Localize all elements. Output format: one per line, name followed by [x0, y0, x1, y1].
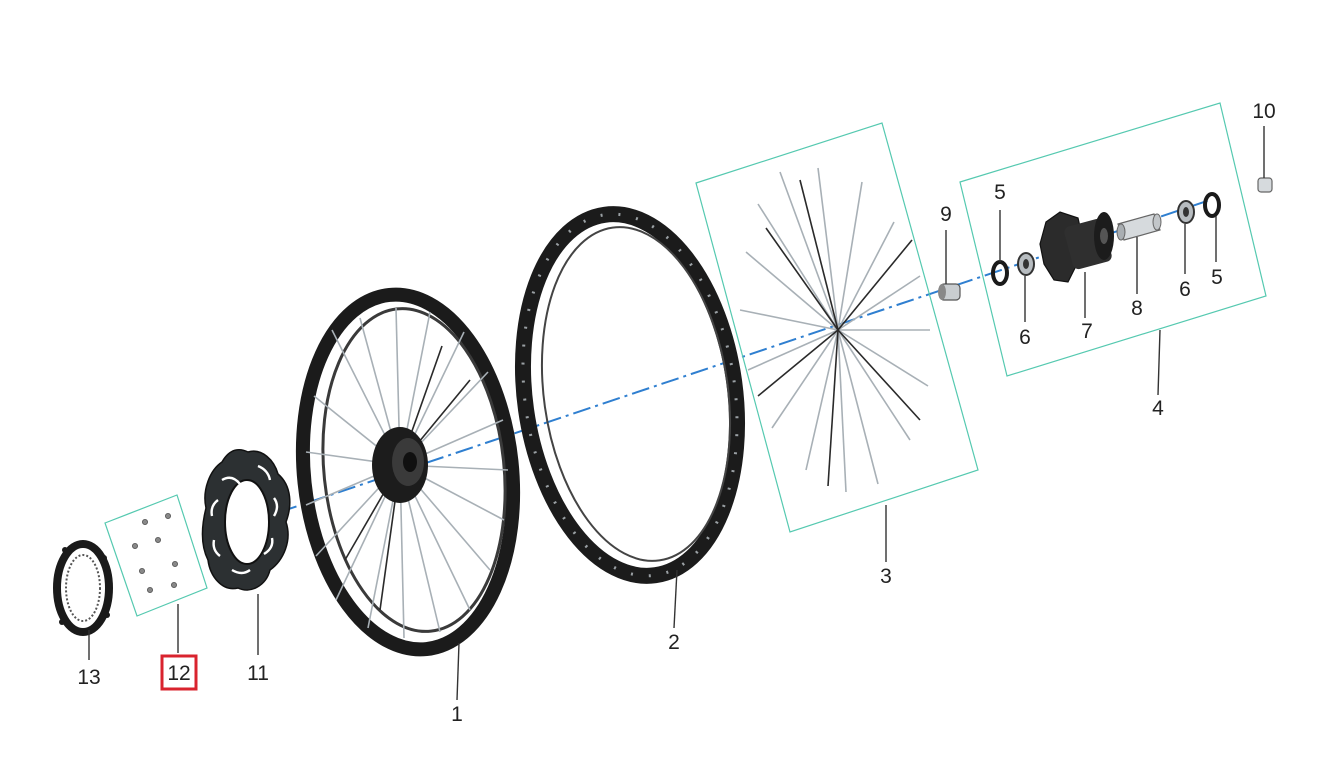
callout-13[interactable]: 13 [77, 666, 100, 689]
callout-4[interactable]: 4 [1152, 397, 1164, 420]
callout-12[interactable]: 12 [167, 662, 190, 685]
abs-tone-ring[interactable] [53, 540, 113, 636]
oil-seal-right[interactable] [1203, 192, 1221, 218]
callout-10[interactable]: 10 [1252, 100, 1275, 123]
bearing-left[interactable] [1017, 252, 1035, 276]
callout-6-right[interactable]: 6 [1179, 278, 1191, 301]
bearing-right[interactable] [1177, 200, 1195, 224]
callout-11[interactable]: 11 [247, 662, 269, 685]
callout-12-highlight-box [160, 654, 198, 691]
complete-wheel-assembly[interactable] [286, 284, 530, 660]
callout-2[interactable]: 2 [668, 631, 680, 654]
callout-7[interactable]: 7 [1081, 320, 1093, 343]
callout-6-left[interactable]: 6 [1019, 326, 1031, 349]
brake-disc[interactable] [201, 448, 291, 591]
callout-labels: 1 2 3 4 5 5 6 6 7 8 9 10 11 12 13 [77, 100, 1275, 726]
callout-3[interactable]: 3 [880, 565, 892, 588]
callout-5-left[interactable]: 5 [994, 181, 1006, 204]
callout-9[interactable]: 9 [940, 203, 952, 226]
wheel-rim[interactable] [501, 200, 760, 590]
side-collar[interactable] [1257, 177, 1273, 193]
distance-collar[interactable] [1116, 213, 1162, 241]
callout-1[interactable]: 1 [451, 703, 463, 726]
wheel-hub[interactable] [1039, 211, 1114, 283]
spoke-set-group[interactable] [695, 122, 979, 533]
callout-5-right[interactable]: 5 [1211, 266, 1223, 289]
hub-assembly-group[interactable] [959, 102, 1267, 377]
callout-8[interactable]: 8 [1131, 297, 1143, 320]
axle-spacer[interactable] [938, 283, 961, 301]
leader-lines [88, 126, 1265, 701]
disc-bolts-group[interactable] [104, 494, 208, 617]
